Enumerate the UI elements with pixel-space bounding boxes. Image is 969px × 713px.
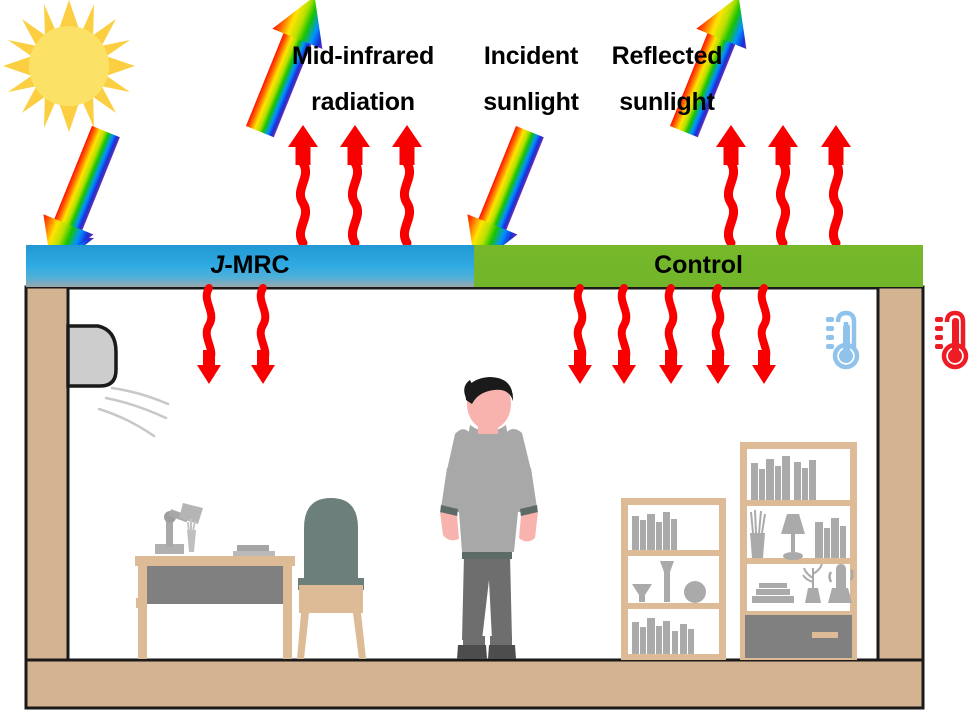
mid-infrared-up-arrows-control [716,125,851,243]
j-mrc-bar-label: J-MRC [210,251,290,279]
incident-sunlight-line2: sunlight [483,88,579,116]
chair [297,498,366,659]
reflected-sunlight-line2: sunlight [619,88,715,116]
desk-lamp [155,503,203,554]
air-conditioner [66,324,170,438]
control-bar [474,245,923,287]
mid-infrared-radiation-line2: radiation [311,88,415,116]
heat-down-arrows-jmrc [197,288,275,384]
reflected-sunlight-arrow-left [246,0,323,138]
mid-infrared-radiation-label: Mid-infrared radiation [245,44,481,115]
j-mrc-bar [26,245,474,287]
bookshelf-short [621,498,726,660]
reflected-sunlight-line1: Reflected [611,42,723,70]
indoor-thermometer-cool [826,310,860,370]
incident-sunlight-label: Incident sunlight [461,44,601,115]
heat-down-arrows-control [568,288,776,384]
bookshelf-tall [740,442,857,660]
room-structure [24,285,925,710]
outdoor-thermometer-hot [935,310,969,370]
reflected-sunlight-label: Reflected sunlight [592,44,742,115]
sun-icon [3,0,135,132]
incident-sunlight-line1: Incident [483,42,579,70]
desk [135,503,295,659]
j-mrc-bar-label-text: -MRC [224,251,290,279]
person [440,377,538,659]
mid-infrared-radiation-line1: Mid-infrared [291,42,435,70]
reflected-sunlight-arrow-right [670,0,747,138]
desk-cup [187,519,196,552]
control-bar-label: Control [654,251,743,279]
mid-infrared-up-arrows-jmrc [288,125,422,243]
desk-books [233,545,275,556]
